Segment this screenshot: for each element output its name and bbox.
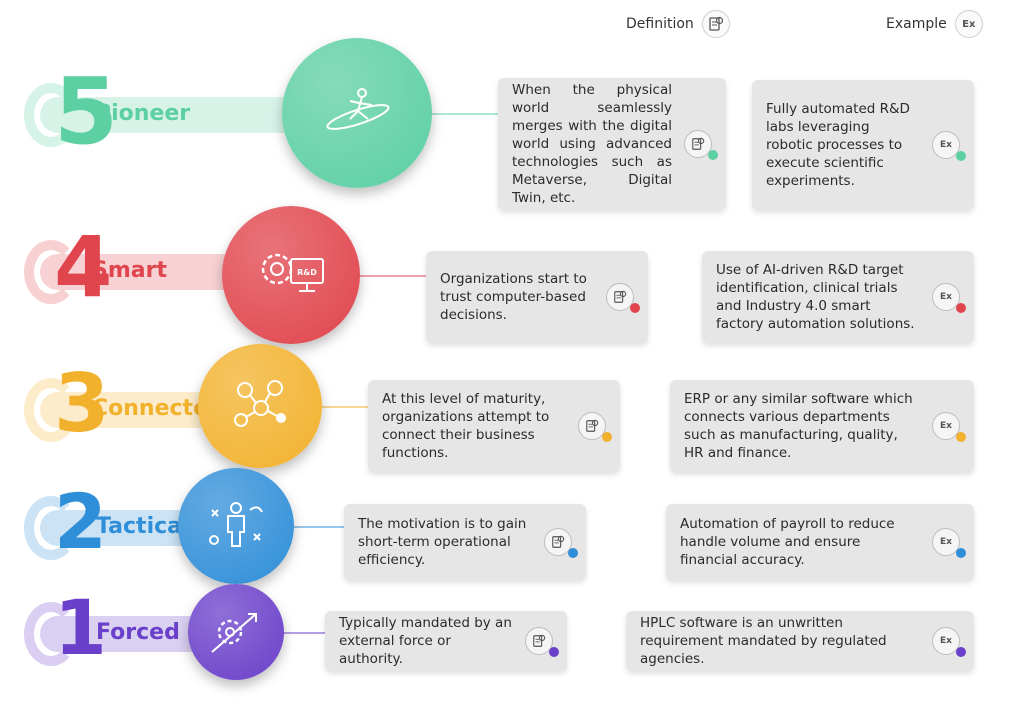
network-icon <box>225 374 295 438</box>
definition-text: When the physical world seamlessly merge… <box>512 82 672 206</box>
level-name: Pioneer <box>95 101 191 126</box>
example-color-dot <box>956 548 966 558</box>
definition-icon <box>525 627 553 655</box>
definition-icon <box>701 10 730 38</box>
definition-icon <box>544 528 572 556</box>
example-text: HPLC software is an unwritten requiremen… <box>640 615 887 667</box>
level-arc-decoration <box>24 496 78 560</box>
level-number: 3 <box>54 357 110 451</box>
level-bubble <box>188 584 284 680</box>
strategy-person-icon <box>204 494 268 558</box>
level-number: 2 <box>54 476 107 566</box>
definition-color-dot <box>568 548 578 558</box>
example-text: Use of AI-driven R&D target identificati… <box>716 262 915 332</box>
legend-example-label: Example <box>886 16 947 32</box>
level-number: 5 <box>54 57 119 165</box>
definition-icon <box>684 130 712 158</box>
legend-definition: Definition <box>626 10 730 38</box>
definition-color-dot <box>549 647 559 657</box>
example-color-dot <box>956 432 966 442</box>
example-icon: Ex <box>954 10 983 38</box>
example-text: Fully automated R&D labs leveraging robo… <box>766 101 910 189</box>
level-arc-decoration <box>24 83 78 147</box>
definition-card: At this level of maturity, organizations… <box>368 380 620 472</box>
surfer-icon <box>322 81 392 145</box>
rd-monitor-icon: R&D <box>251 241 331 309</box>
example-color-dot <box>956 647 966 657</box>
level-bubble <box>282 38 432 188</box>
example-text: Automation of payroll to reduce handle v… <box>680 516 895 568</box>
example-icon: Ex <box>932 627 960 655</box>
example-icon: Ex <box>932 283 960 311</box>
level-arc-decoration <box>24 240 78 304</box>
definition-card: Organizations start to trust computer-ba… <box>426 251 648 343</box>
level-name: Smart <box>92 258 167 283</box>
level-arc-decoration <box>24 378 78 442</box>
example-card: Fully automated R&D labs leveraging robo… <box>752 80 974 210</box>
example-card: HPLC software is an unwritten requiremen… <box>626 611 974 671</box>
definition-icon <box>578 412 606 440</box>
level-name: Forced <box>96 620 180 645</box>
level-bubble: R&D <box>222 206 360 344</box>
legend-example: Example Ex <box>886 10 983 38</box>
definition-color-dot <box>708 150 718 160</box>
gear-growth-icon <box>206 602 266 662</box>
definition-text: Typically mandated by an external force … <box>339 615 512 667</box>
svg-text:R&D: R&D <box>297 268 317 277</box>
connector-line <box>290 526 344 528</box>
example-text: ERP or any similar software which connec… <box>684 391 913 461</box>
definition-color-dot <box>630 303 640 313</box>
example-color-dot <box>956 303 966 313</box>
definition-text: At this level of maturity, organizations… <box>382 391 550 461</box>
example-card: ERP or any similar software which connec… <box>670 380 974 472</box>
example-card: Use of AI-driven R&D target identificati… <box>702 251 974 343</box>
connector-line <box>428 113 498 115</box>
level-bubble <box>178 468 294 584</box>
legend-definition-label: Definition <box>626 16 694 32</box>
definition-card: When the physical world seamlessly merge… <box>498 78 726 210</box>
example-icon: Ex <box>932 131 960 159</box>
definition-text: Organizations start to trust computer-ba… <box>440 271 587 323</box>
definition-card: Typically mandated by an external force … <box>325 611 567 671</box>
level-number: 1 <box>54 582 107 672</box>
example-color-dot <box>956 151 966 161</box>
definition-color-dot <box>602 432 612 442</box>
level-name: Tactical <box>96 514 190 539</box>
example-card: Automation of payroll to reduce handle v… <box>666 504 974 580</box>
connector-line <box>318 406 368 408</box>
level-number: 4 <box>54 218 113 317</box>
level-bubble <box>198 344 322 468</box>
connector-line <box>280 632 325 634</box>
level-arc-decoration <box>24 602 78 666</box>
definition-card: The motivation is to gain short-term ope… <box>344 504 586 580</box>
definition-text: The motivation is to gain short-term ope… <box>358 516 527 568</box>
example-icon: Ex <box>932 412 960 440</box>
definition-icon <box>606 283 634 311</box>
example-icon: Ex <box>932 528 960 556</box>
connector-line <box>356 275 426 277</box>
